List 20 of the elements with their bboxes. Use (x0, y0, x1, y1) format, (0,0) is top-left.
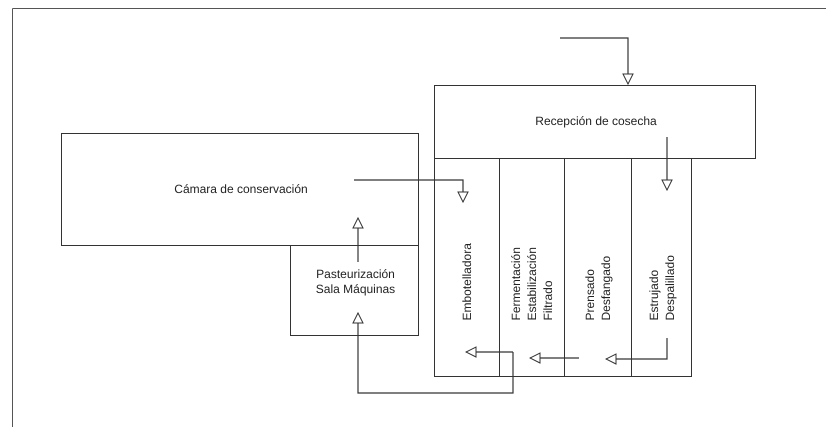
room-label: Fermentación Estabilización Filtrado (508, 246, 556, 320)
flow-arrow (466, 346, 513, 358)
room-area (434, 85, 756, 159)
room-label: Embotelladora (459, 242, 475, 320)
flow-arrow (352, 312, 514, 394)
room-label: Pasteurización Sala Máquinas (314, 267, 396, 297)
room-area (61, 133, 419, 246)
flow-arrow (606, 338, 668, 364)
room-area (434, 158, 500, 377)
room-label: Cámara de conservación (173, 182, 309, 196)
room-label: Estrujado Despalillado (646, 254, 678, 320)
flow-arrow (560, 37, 634, 84)
flow-arrow (354, 179, 468, 202)
flow-arrow (352, 218, 364, 262)
room-label: Prensado Desfangado (582, 254, 614, 320)
flow-arrow (662, 137, 672, 190)
room-label: Recepción de cosecha (534, 114, 658, 129)
room-area (290, 245, 419, 336)
room-area (631, 158, 692, 377)
flow-arrow (530, 352, 579, 364)
